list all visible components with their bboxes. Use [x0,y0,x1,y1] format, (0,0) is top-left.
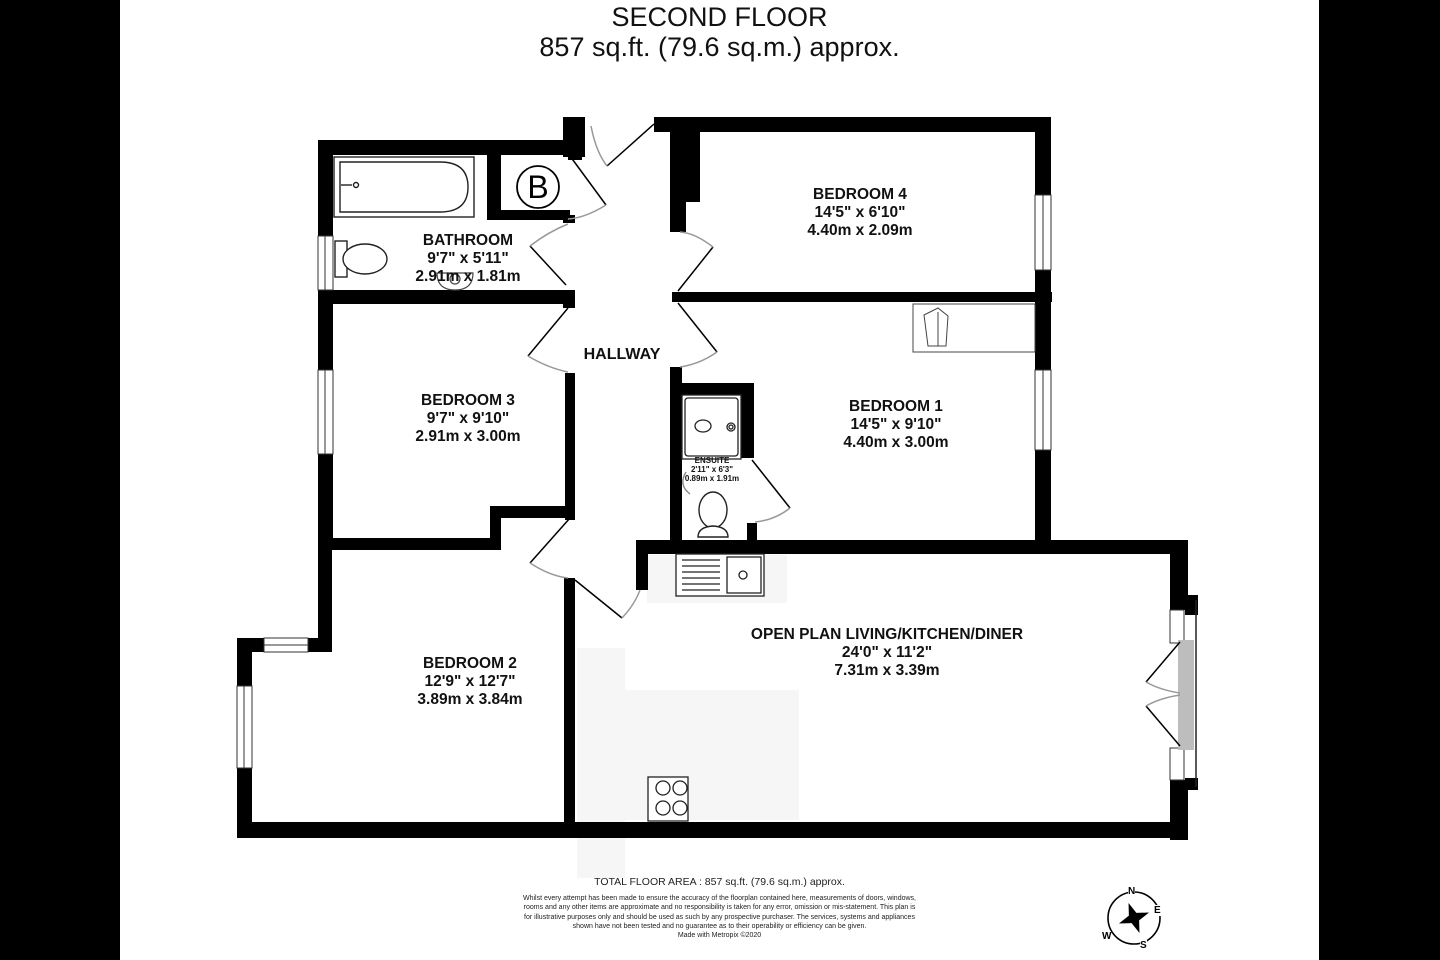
doors [527,123,1181,747]
bathtub [333,156,475,218]
room-imperial: 2'11" x 6'3" [690,465,734,474]
room-label-ensuite: ENSUITE 2'11" x 6'3" 0.89m x 1.91m [685,456,739,483]
credit: Made with Metropix ©2020 [677,932,762,940]
room-label-living-kitchen-diner: OPEN PLAN LIVING/KITCHEN/DINER 24'0" x 1… [751,626,1023,680]
compass-w: W [1102,931,1112,942]
room-metric: 3.89m x 3.84m [417,691,523,708]
shower-tray [681,394,742,460]
footer: TOTAL FLOOR AREA : 857 sq.ft. (79.6 sq.m… [120,876,1319,940]
wash-basin-bathroom [436,272,474,291]
room-name: BEDROOM 3 [421,392,515,409]
page-title: SECOND FLOOR 857 sq.ft. (79.6 sq.m.) app… [120,2,1319,62]
compass-e: E [1154,905,1161,916]
walls [237,117,1198,840]
hob [647,776,689,822]
boiler-symbol [516,165,560,209]
total-floor-area: TOTAL FLOOR AREA : 857 sq.ft. (79.6 sq.m… [594,876,845,888]
compass-icon: N E S W [1098,886,1170,951]
compass-n: N [1128,886,1136,897]
wardrobe [912,303,1036,353]
compass-s: S [1140,940,1147,951]
room-imperial: 9'7" x 5'11" [427,250,509,267]
disclaimer: Whilst every attempt has been made to en… [523,895,916,930]
room-imperial: 14'5" x 6'10" [814,204,906,221]
floorplan-page: SECOND FLOOR 857 sq.ft. (79.6 sq.m.) app… [120,0,1319,960]
right-frame-bar [1319,0,1440,960]
room-metric: 4.40m x 3.00m [843,434,949,451]
room-name: BEDROOM 1 [849,398,943,415]
room-label-hallway: HALLWAY [584,346,661,364]
patio-glazing [1178,640,1194,750]
room-name: BEDROOM 2 [423,655,517,672]
toilet-ensuite [682,471,729,538]
room-name: HALLWAY [583,346,661,363]
windows [236,194,1185,781]
boiler-icon: B [527,169,549,205]
room-name: BEDROOM 4 [813,186,907,203]
room-name: OPEN PLAN LIVING/KITCHEN/DINER [750,626,1024,643]
left-frame-bar [0,0,120,960]
toilet-bathroom [334,240,388,278]
room-metric: 2.91m x 3.00m [415,428,521,445]
room-imperial: 24'0" x 11'2" [841,644,933,661]
room-metric: 0.89m x 1.91m [684,474,740,483]
room-name: ENSUITE [694,456,730,465]
floor-name: SECOND FLOOR [611,2,828,32]
room-metric: 4.40m x 2.09m [807,222,913,239]
floorplan-drawing [236,117,1198,878]
room-label-bedroom-1: BEDROOM 1 14'5" x 9'10" 4.40m x 3.00m [843,398,948,452]
room-metric: 2.91m x 1.81m [415,268,521,285]
room-imperial: 14'5" x 9'10" [850,416,942,433]
floor-area: 857 sq.ft. (79.6 sq.m.) approx. [539,32,900,62]
room-metric: 7.31m x 3.39m [834,662,940,679]
room-label-bathroom: BATHROOM 9'7" x 5'11" 2.91m x 1.81m [415,232,520,286]
room-imperial: 12'9" x 12'7" [424,673,516,690]
room-label-bedroom-2: BEDROOM 2 12'9" x 12'7" 3.89m x 3.84m [417,655,522,709]
room-imperial: 9'7" x 9'10" [426,410,510,427]
room-label-bedroom-4: BEDROOM 4 14'5" x 6'10" 4.40m x 2.09m [807,186,912,240]
room-label-bedroom-3: BEDROOM 3 9'7" x 9'10" 2.91m x 3.00m [415,392,520,446]
kitchen-sink [675,553,765,597]
room-name: BATHROOM [422,232,514,249]
